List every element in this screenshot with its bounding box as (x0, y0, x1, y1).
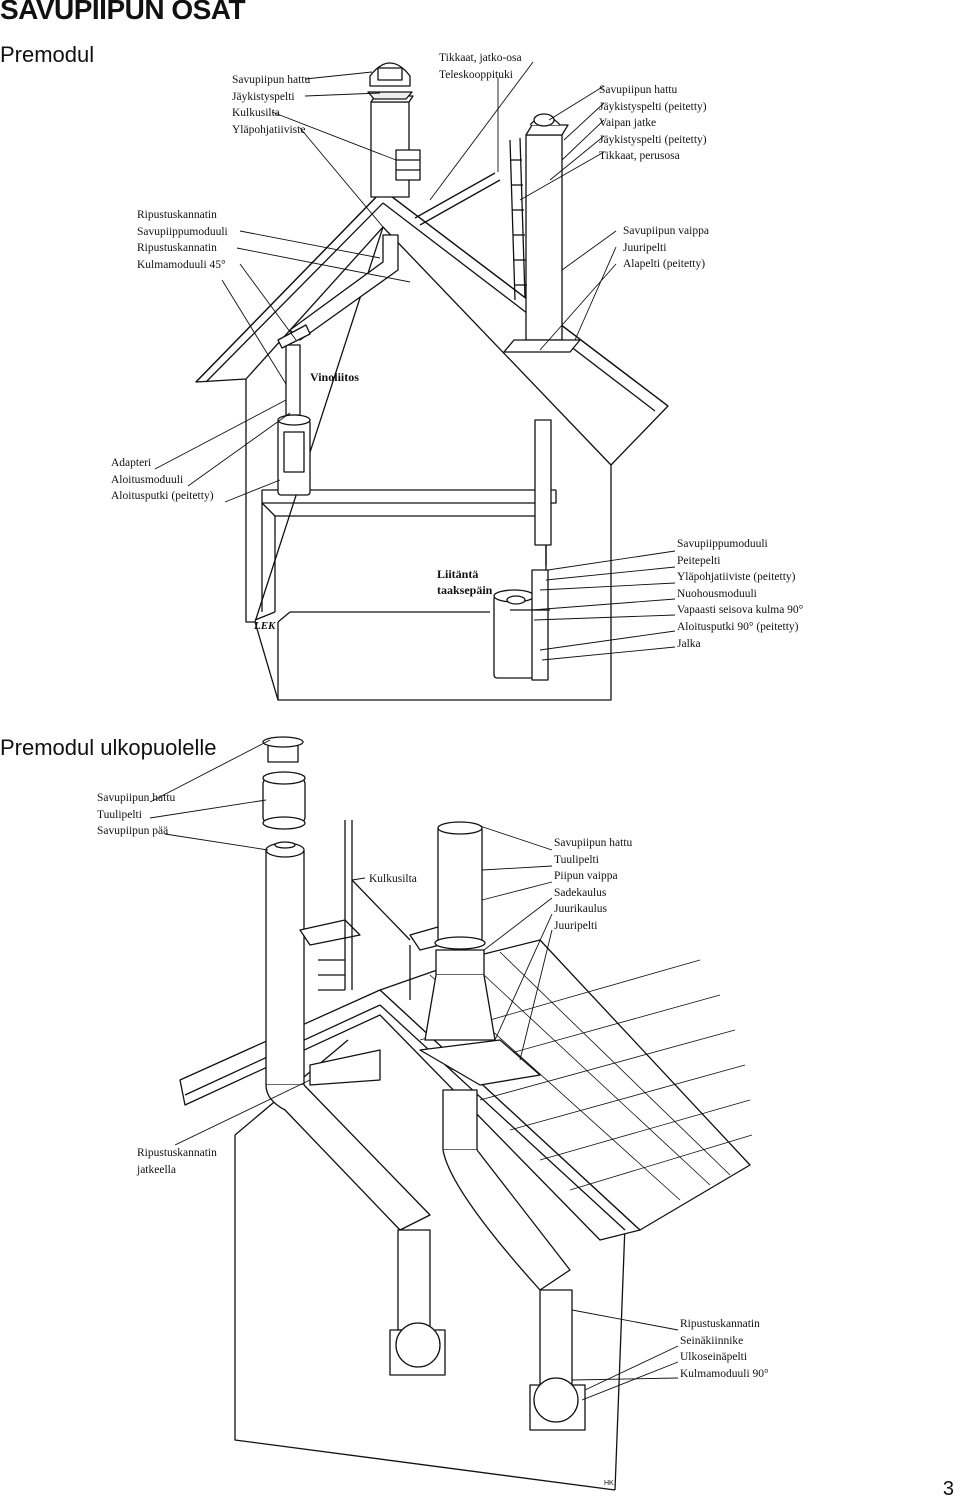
label-nuohousmoduuli: Nuohousmoduuli (677, 587, 757, 600)
label-savupiipun-vaippa: Savupiipun vaippa (623, 225, 709, 237)
section-title-ulkopuolelle: Premodul ulkopuolelle (0, 735, 217, 760)
label-s2-ripustus: Ripustuskannatin jatkeella (137, 1145, 217, 1178)
leader-lines-1 (154, 61, 676, 661)
label-ylapohjatiiviste-peitetty: Yläpohjatiiviste (peitetty) (677, 571, 796, 584)
label-s2-ulkoseinapelti: Ulkoseinäpelti (680, 1351, 748, 1364)
label-liitanta-line1: Liitäntä (437, 567, 479, 581)
exterior-illustration (179, 736, 753, 1491)
label-jalka: Jalka (677, 637, 701, 650)
label-s2-sadekaulus: Sadekaulus (554, 886, 607, 899)
label-group-mid-left: Ripustuskannatin Savupiippumoduuli Ripus… (137, 207, 228, 273)
label-tikkaat-jatko-osa: Tikkaat, jatko-osa (439, 52, 522, 64)
label-group-top-center: Tikkaat, jatko-osa Teleskooppituki (439, 50, 522, 83)
label-liitanta: Liitäntä taaksepäin (437, 566, 492, 598)
label-group-left: Adapteri Aloitusmoduuli Aloitusputki (pe… (111, 455, 214, 505)
label-savupiipun-hattu-2: Savupiipun hattu (599, 84, 678, 96)
label-tikkaat-perusosa: Tikkaat, perusosa (599, 150, 680, 163)
label-s2-kulkusilta: Kulkusilta (369, 873, 417, 885)
label-ripustuskannatin: Ripustuskannatin (137, 209, 217, 221)
label-savupiipun-hattu: Savupiipun hattu (232, 74, 311, 86)
label-s2-tuulipelti: Tuulipelti (97, 808, 142, 821)
label-group-s2-left: Savupiipun hattu Tuulipelti Savupiipun p… (97, 790, 175, 840)
label-jaykistyspelti-peitetty-2: Jäykistyspelti (peitetty) (599, 133, 707, 146)
label-s2-juuripelti: Juuripelti (554, 919, 598, 932)
artist-signature: HK (604, 1480, 614, 1487)
label-s2-juurikaulus: Juurikaulus (554, 903, 608, 916)
label-group-s2-bottom-right: Ripustuskannatin Seinäkiinnike Ulkoseinä… (680, 1316, 769, 1382)
label-s2-savupiipun-hattu-2: Savupiipun hattu (554, 837, 633, 849)
label-s2-ripustuskannatin: Ripustuskannatin (680, 1318, 760, 1330)
page-number: 3 (942, 1478, 954, 1500)
label-savupiippumoduuli-2: Savupiippumoduuli (677, 538, 768, 550)
label-group-top-left: Savupiipun hattu Jäykistyspelti Kulkusil… (232, 72, 310, 138)
page-title: SAVUPIIPUN OSAT (0, 0, 246, 25)
label-jaykistyspelti-peitetty: Jäykistyspelti (peitetty) (599, 100, 707, 113)
section-title-premodul: Premodul (0, 42, 95, 67)
label-s2-ripustus-line1: Ripustuskannatin (137, 1147, 217, 1159)
label-kulkusilta: Kulkusilta (232, 107, 280, 120)
label-ripustuskannatin-2: Ripustuskannatin (137, 242, 217, 255)
label-vaipan-jatke: Vaipan jatke (599, 117, 657, 130)
label-group-s2-right: Savupiipun hattu Tuulipelti Piipun vaipp… (554, 835, 632, 935)
label-s2-savupiipun-paa: Savupiipun pää (97, 825, 169, 838)
label-peitepelti: Peitepelti (677, 554, 721, 567)
label-juuripelti: Juuripelti (623, 241, 667, 254)
label-s2-tuulipelti-2: Tuulipelti (554, 853, 599, 866)
label-aloitusmoduuli: Aloitusmoduuli (111, 473, 184, 486)
label-s2-kulmamoduuli-90: Kulmamoduuli 90° (680, 1367, 769, 1380)
label-teleskooppituki: Teleskooppituki (439, 68, 513, 81)
label-s2-savupiipun-hattu: Savupiipun hattu (97, 792, 176, 804)
label-savupiippumoduuli: Savupiippumoduuli (137, 225, 228, 238)
leader-lines-2 (149, 739, 679, 1401)
label-vinoliitos: Vinoliitos (310, 370, 359, 384)
label-aloitusputki-90: Aloitusputki 90° (peitetty) (677, 620, 799, 633)
label-vapaasti-seisova-kulma: Vapaasti seisova kulma 90° (677, 604, 804, 617)
label-adapteri: Adapteri (111, 457, 152, 469)
label-ylapohjatiiviste: Yläpohjatiiviste (232, 123, 306, 136)
label-liitanta-line2: taaksepäin (437, 583, 493, 597)
label-kulmamoduuli-45: Kulmamoduuli 45° (137, 258, 226, 271)
label-group-mid-right: Savupiipun vaippa Juuripelti Alapelti (p… (623, 223, 709, 273)
label-group-top-right: Savupiipun hattu Jäykistyspelti (peitett… (599, 82, 707, 165)
label-group-bottom-right: Savupiippumoduuli Peitepelti Yläpohjatii… (677, 536, 803, 652)
house-illustration (195, 62, 669, 701)
label-s2-ripustus-line2: jatkeella (137, 1163, 176, 1176)
label-alapelti-peitetty: Alapelti (peitetty) (623, 258, 706, 271)
lek-logo: LEK (254, 620, 276, 632)
label-aloitusputki-peitetty: Aloitusputki (peitetty) (111, 490, 214, 503)
label-jaykistyspelti: Jäykistyspelti (232, 90, 295, 103)
label-s2-piipun-vaippa: Piipun vaippa (554, 870, 618, 883)
label-s2-seinakiinnike: Seinäkiinnike (680, 1334, 744, 1347)
